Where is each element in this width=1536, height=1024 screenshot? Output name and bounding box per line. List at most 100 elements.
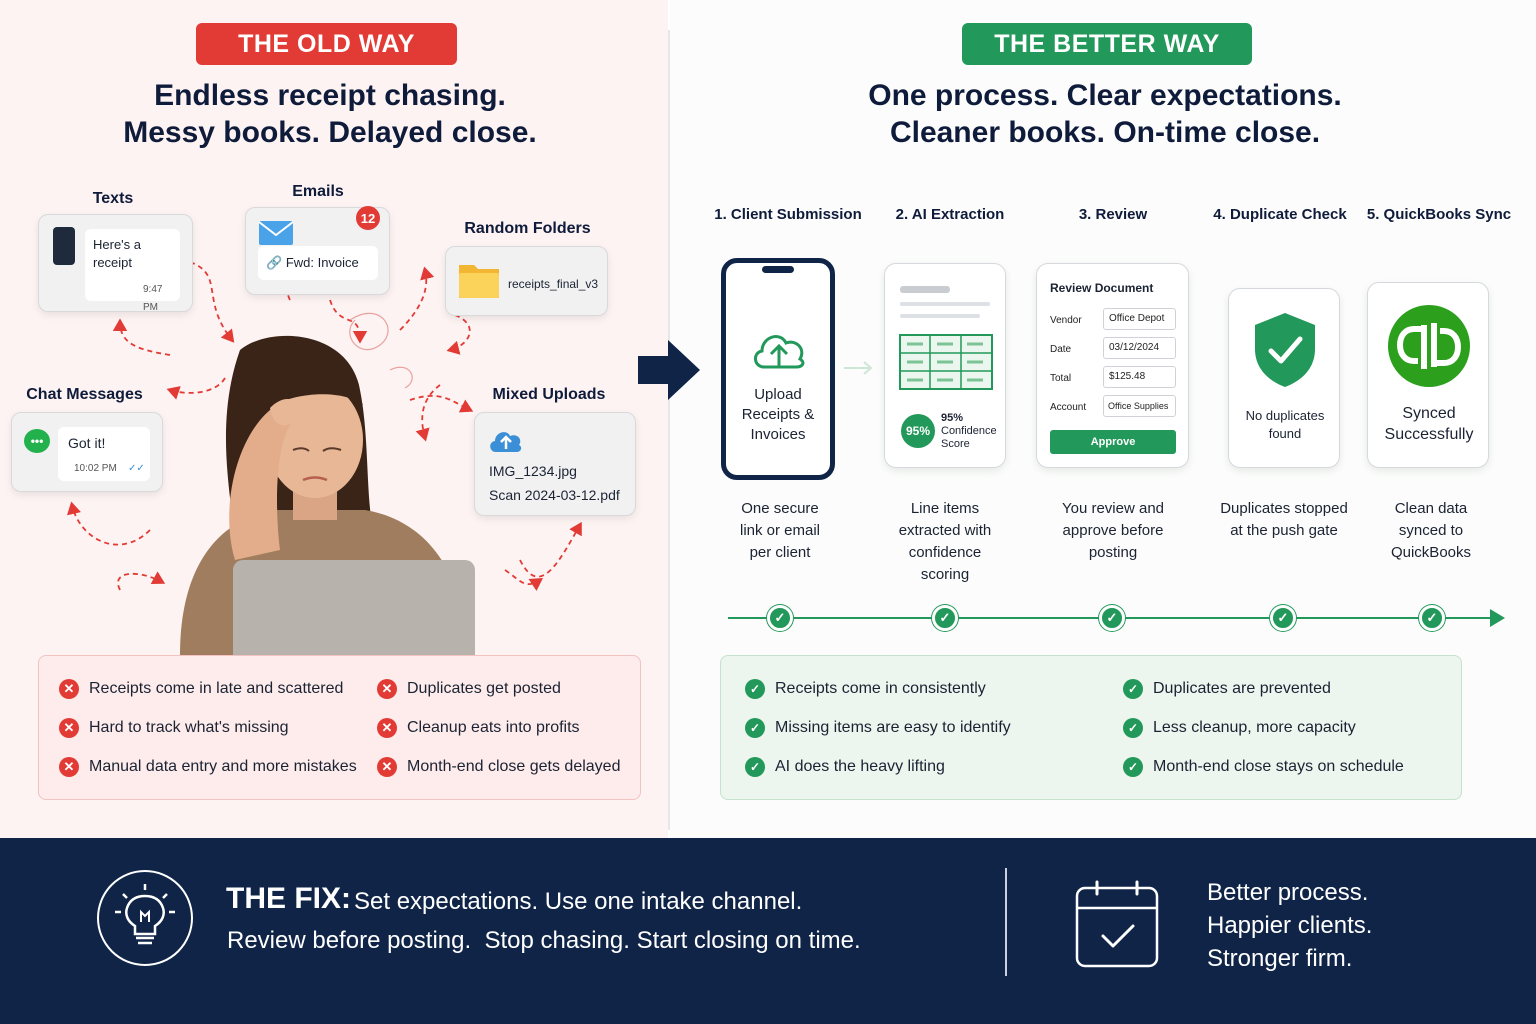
benefit-text: Duplicates are prevented (1153, 680, 1331, 697)
chat-message: Got it! (68, 435, 106, 451)
emails-label: Emails (292, 183, 344, 200)
step-4-title: 4. Duplicate Check (1213, 206, 1347, 223)
benefit-item: ✓ Receipts come in consistently (745, 679, 986, 699)
approve-button[interactable]: Approve (1050, 430, 1176, 454)
timeline-check-icon: ✓ (1099, 605, 1125, 631)
extracted-table-icon (899, 334, 993, 390)
chat-time: 10:02 PM (74, 463, 117, 474)
step-1-desc-line: link or email (739, 522, 821, 539)
step-5-title: 5. QuickBooks Sync (1366, 206, 1512, 223)
footer-tagline: Better process. Happier clients. Stronge… (1207, 876, 1372, 975)
step-5-desc-line: synced to (1398, 522, 1464, 539)
step-1-desc: One secure link or email per client (705, 498, 855, 564)
read-check-icon: ✓✓ (128, 463, 145, 474)
upload-line-3: Invoices (750, 426, 806, 443)
laptop-illustration (233, 560, 475, 655)
problem-item: ✕ Cleanup eats into profits (377, 718, 580, 738)
confidence-line-3: Score (941, 438, 970, 450)
old-way-headline: Endless receipt chasing. Messy books. De… (60, 77, 600, 151)
step-2-desc-line: scoring (920, 566, 970, 583)
uploads-card: IMG_1234.jpg Scan 2024-03-12.pdf (474, 412, 636, 516)
faint-arrow-icon (844, 361, 873, 375)
x-icon: ✕ (59, 679, 79, 699)
chat-bubble-icon: ••• (24, 429, 50, 453)
fix-line-2: Review before posting. Stop chasing. Sta… (227, 927, 861, 954)
quickbooks-qb-mark (1396, 323, 1462, 369)
email-subject-text: Fwd: Invoice (285, 255, 359, 270)
email-subject: 🔗 Fwd: Invoice (266, 255, 359, 270)
quickbooks-logo-icon (1388, 305, 1470, 387)
timeline-check-icon: ✓ (1419, 605, 1445, 631)
timeline-check-icon: ✓ (1270, 605, 1296, 631)
benefits-list: ✓ Receipts come in consistently ✓Missing … (720, 655, 1462, 800)
footer-separator (1005, 868, 1007, 976)
step-2-desc-line: Line items (910, 500, 980, 517)
problem-text: Cleanup eats into profits (407, 719, 580, 736)
check-icon: ✓ (1123, 679, 1143, 699)
total-field[interactable]: $125.48 (1103, 366, 1176, 388)
step-2-desc-line: extracted with (898, 522, 992, 539)
check-icon: ✓ (745, 679, 765, 699)
step-5-desc: Clean data synced to QuickBooks (1356, 498, 1506, 564)
problem-item: ✕Hard to track what's missing (59, 718, 289, 738)
x-icon: ✕ (59, 757, 79, 777)
step-3-desc: You review and approve before posting (1038, 498, 1188, 564)
texts-card: Here's a receipt 9:47 PM (38, 214, 193, 313)
x-icon: ✕ (377, 679, 397, 699)
step-3-title: 3. Review (1078, 206, 1148, 223)
chat-bubble: Got it! 10:02 PM ✓✓ (58, 427, 150, 481)
upload-file-1: IMG_1234.jpg (489, 463, 577, 479)
step-4-desc-line: Duplicates stopped (1220, 500, 1348, 517)
text-time: 9:47 PM (143, 284, 163, 313)
chat-label: Chat Messages (26, 386, 143, 403)
old-way-badge: THE OLD WAY (196, 23, 457, 65)
check-icon: ✓ (1123, 757, 1143, 777)
lightbulb-icon (97, 870, 193, 966)
envelope-icon (258, 221, 294, 245)
total-label: Total (1050, 373, 1072, 384)
fix-banner (0, 838, 1536, 1024)
x-icon: ✕ (59, 718, 79, 738)
account-label: Account (1050, 402, 1087, 413)
step-1-title: 1. Client Submission (714, 206, 862, 223)
confidence-badge: 95% (901, 414, 935, 448)
x-icon: ✕ (377, 718, 397, 738)
fix-label: THE FIX: (226, 882, 351, 915)
vendor-field[interactable]: Office Depot (1103, 308, 1176, 330)
lightbulb-glyph (115, 884, 175, 945)
benefit-item: ✓Missing items are easy to identify (745, 718, 1011, 738)
review-form: Review Document Vendor Office Depot Date… (1036, 263, 1189, 468)
date-field[interactable]: 03/12/2024 (1103, 337, 1176, 359)
check-icon: ✓ (745, 757, 765, 777)
problem-item: ✕Manual data entry and more mistakes (59, 757, 357, 777)
quickbooks-card: Synced Successfully (1367, 282, 1489, 468)
upload-line-1: Upload (754, 386, 802, 403)
cloud-upload-icon (490, 432, 522, 452)
benefit-item: ✓Less cleanup, more capacity (1123, 718, 1356, 738)
email-count-badge: 12 (356, 206, 380, 230)
timeline-check-icon: ✓ (767, 605, 793, 631)
tagline-line-2: Happier clients. (1207, 912, 1373, 939)
problems-list: ✕Receipts come in late and scattered ✕Ha… (38, 655, 641, 800)
doc-line (900, 302, 990, 306)
benefit-item: ✓AI does the heavy lifting (745, 757, 945, 777)
confidence-line-2: Confidence (941, 425, 997, 437)
phone-notch (762, 266, 794, 273)
benefit-text: Receipts come in consistently (775, 680, 986, 697)
email-row: 🔗 Fwd: Invoice (258, 246, 378, 280)
timeline-arrowhead-icon (1490, 609, 1505, 627)
step-5-desc-line: Clean data (1394, 500, 1468, 517)
sync-line-1: Synced (1402, 405, 1456, 422)
problem-item: ✕Receipts come in late and scattered (59, 679, 343, 699)
upload-line-2: Receipts & (741, 406, 815, 423)
extraction-document: 95% 95% Confidence Score (884, 263, 1006, 468)
check-icon: ✓ (745, 718, 765, 738)
sync-status: Synced Successfully (1368, 403, 1490, 445)
account-field[interactable]: Office Supplies (1103, 395, 1176, 417)
duplicate-line-1: No duplicates (1245, 408, 1325, 423)
step-1-desc-line: One secure (741, 500, 819, 517)
texts-label: Texts (92, 190, 134, 207)
duplicate-line-2: found (1268, 426, 1302, 441)
emails-card: 12 🔗 Fwd: Invoice (245, 206, 390, 295)
